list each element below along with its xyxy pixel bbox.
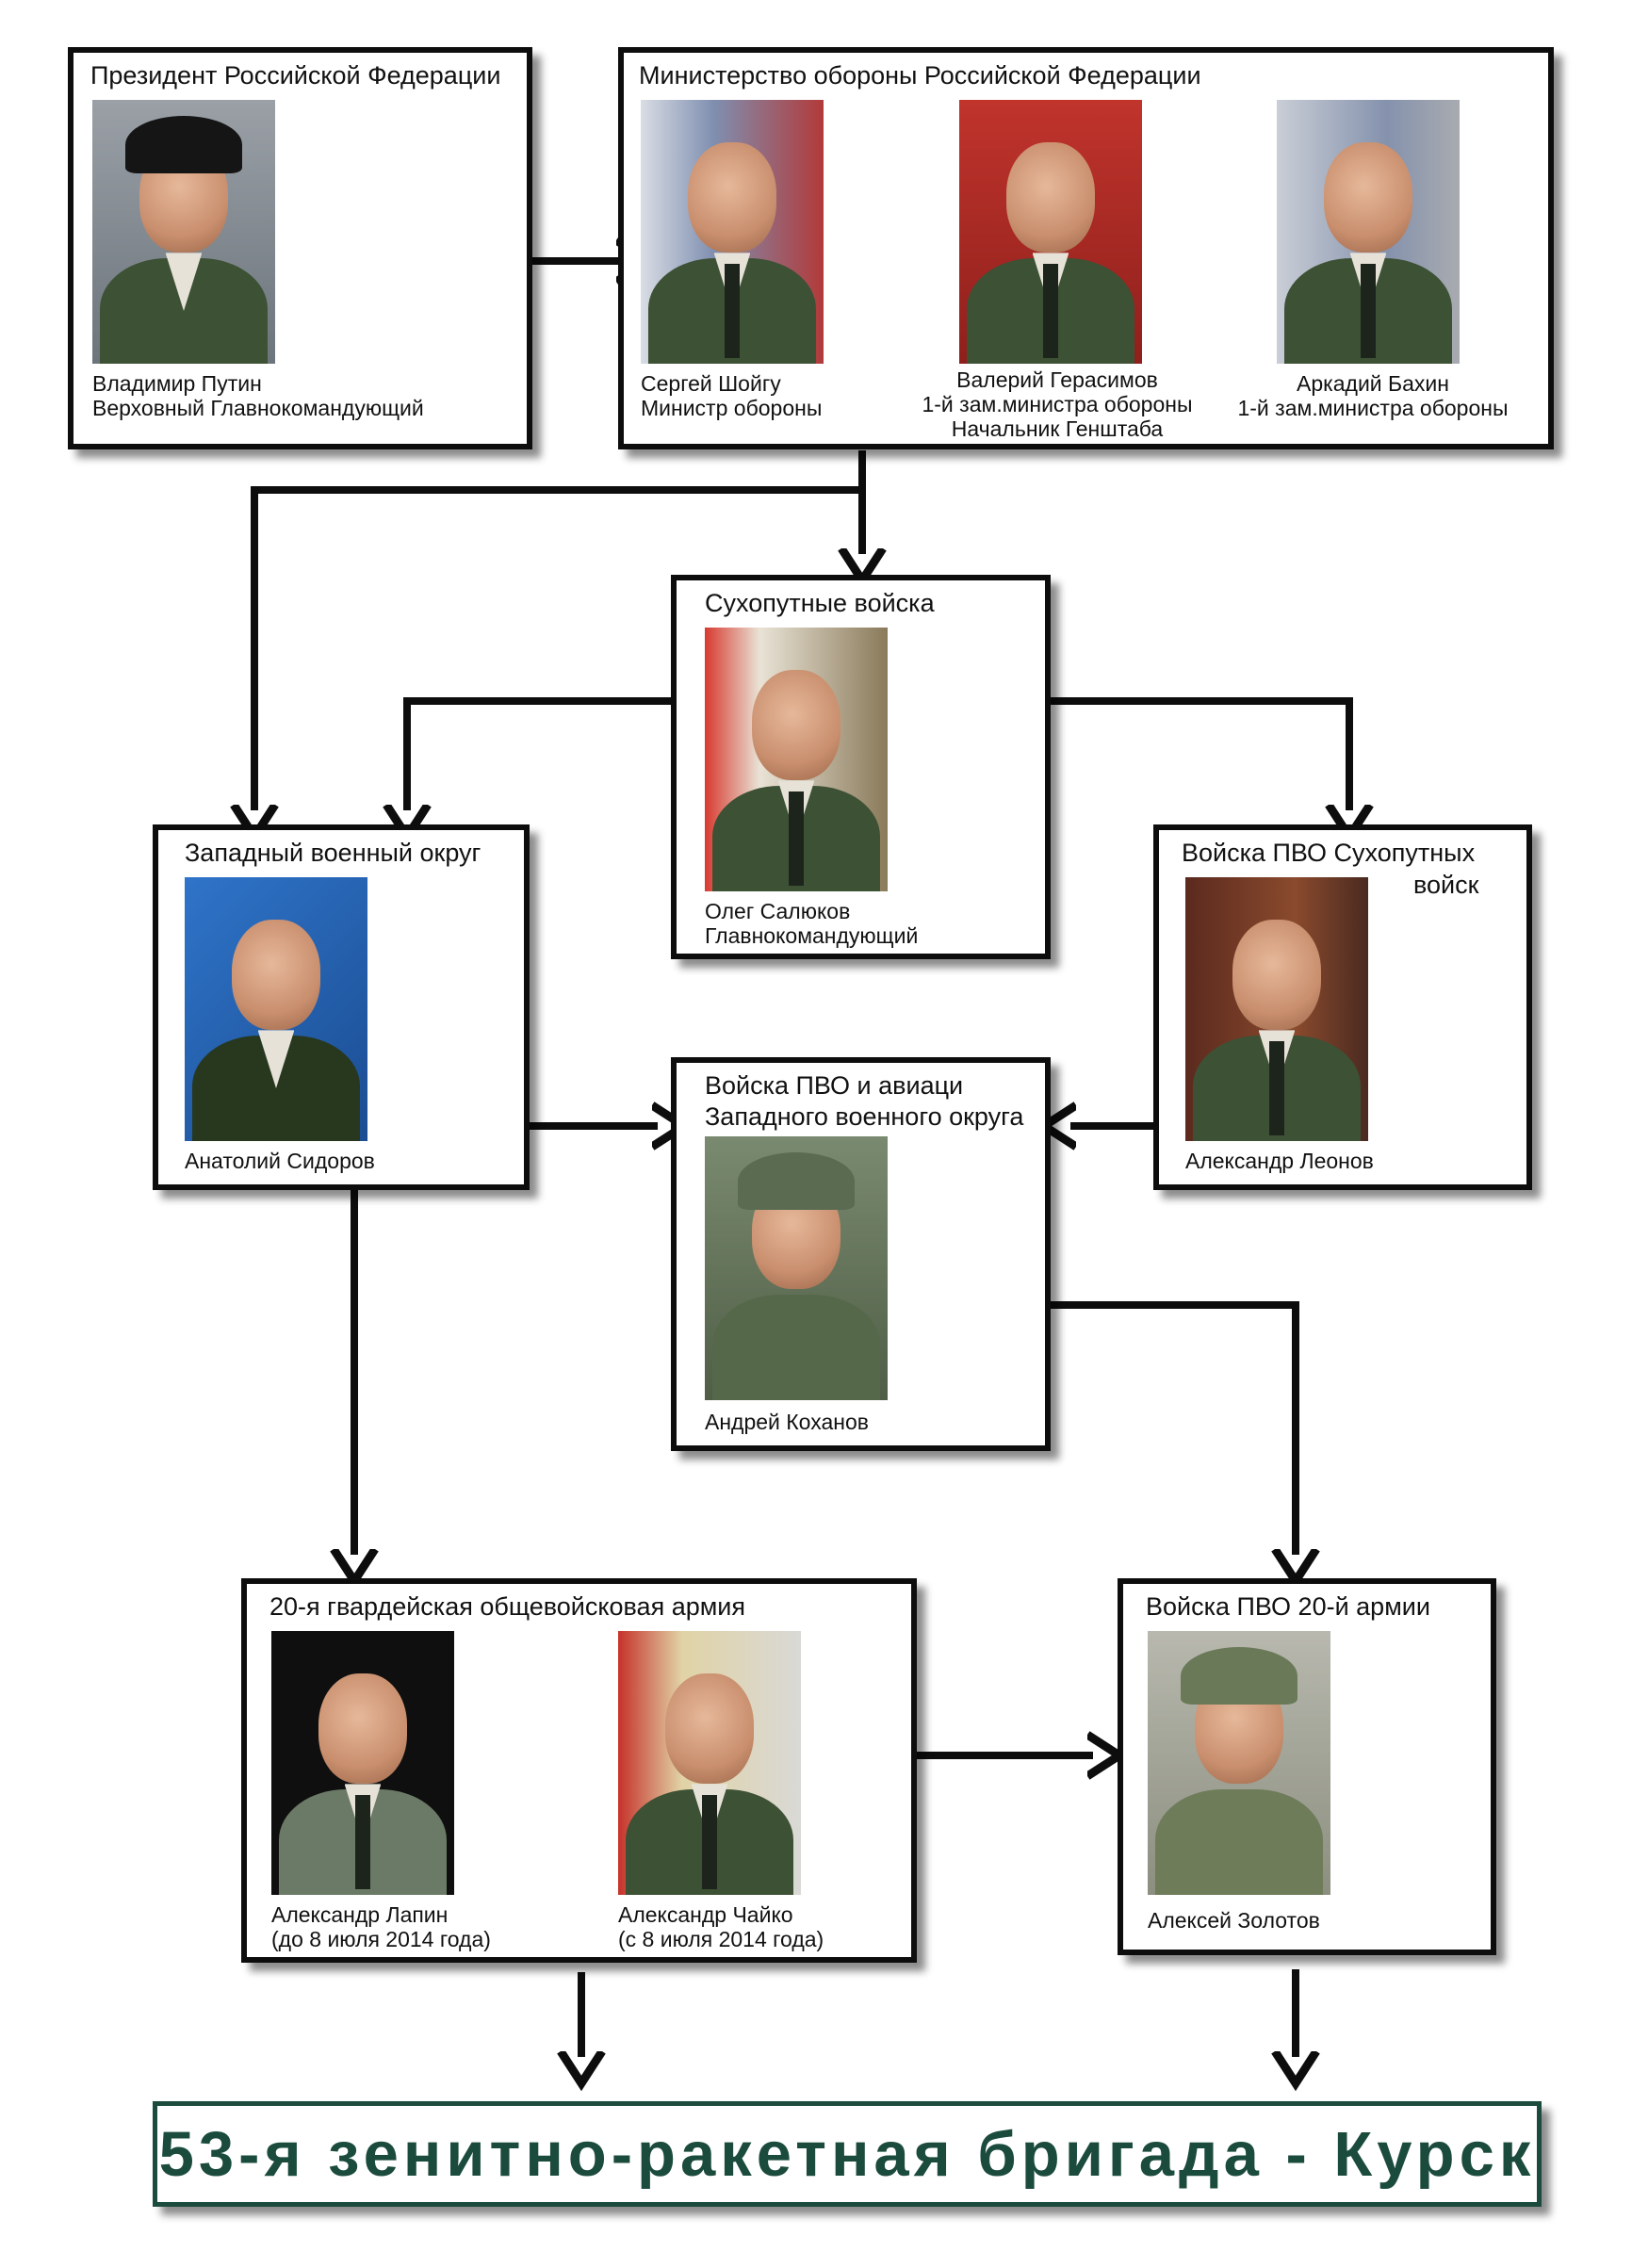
lapin-photo — [271, 1631, 454, 1895]
kokhanov-photo — [705, 1136, 888, 1400]
leonov-photo — [1185, 877, 1368, 1141]
putin-name: Владимир Путин — [92, 371, 262, 396]
ground-air-defense-box: Войска ПВО Сухопутных войск Александр Ле… — [1153, 824, 1532, 1190]
gerasimov-name: Валерий Герасимов — [956, 367, 1158, 392]
sidorov-name: Анатолий Сидоров — [185, 1149, 375, 1173]
salyukov-name: Олег Салюков — [705, 899, 851, 923]
ministry-title: Министерство обороны Российской Федераци… — [639, 61, 1201, 90]
president-title: Президент Российской Федерации — [90, 61, 501, 90]
chaiko-name: Александр Чайко — [618, 1902, 793, 1927]
western-air-defense-title-line1: Войска ПВО и авиаци — [705, 1071, 964, 1100]
arrow-western-air-defense-to-army-20-air-defense — [1051, 1301, 1296, 1555]
army-20-air-defense-box: Войска ПВО 20-й армии Алексей Золотов — [1118, 1578, 1496, 1955]
army-20-box: 20-я гвардейская общевойсковая армия Але… — [241, 1578, 917, 1963]
western-air-defense-title-line2: Западного военного округа — [705, 1102, 1024, 1131]
chaiko-role: (с 8 июля 2014 года) — [618, 1927, 824, 1951]
putin-photo — [92, 100, 275, 364]
zolotov-name: Алексей Золотов — [1148, 1908, 1320, 1933]
western-district-title: Западный военный округ — [185, 839, 481, 867]
ground-forces-box: Сухопутные войска Олег Салюков Главноком… — [671, 575, 1051, 959]
salyukov-role: Главнокомандующий — [705, 923, 919, 948]
gerasimov-photo — [959, 100, 1142, 364]
western-air-defense-box: Войска ПВО и авиаци Западного военного о… — [671, 1057, 1051, 1451]
final-unit-box: 53-я зенитно-ракетная бригада - Курск — [153, 2101, 1542, 2207]
bakhin-photo — [1277, 100, 1460, 364]
putin-role: Верховный Главнокомандующий — [92, 396, 424, 420]
gerasimov-role2: Начальник Генштаба — [951, 416, 1164, 441]
ministry-box: Министерство обороны Российской Федераци… — [618, 47, 1554, 449]
arrow-ministry-to-western-district — [254, 486, 862, 810]
shoigu-role: Министр обороны — [641, 396, 823, 420]
shoigu-photo — [641, 100, 824, 364]
western-district-box: Западный военный округ Анатолий Сидоров — [153, 824, 530, 1190]
shoigu-name: Сергей Шойгу — [641, 371, 781, 396]
kokhanov-name: Андрей Коханов — [705, 1410, 869, 1434]
ground-air-defense-title-line1: Войска ПВО Сухопутных — [1182, 839, 1476, 867]
gerasimov-role: 1-й зам.министра обороны — [922, 392, 1193, 416]
chaiko-photo — [618, 1631, 801, 1895]
leonov-name: Александр Леонов — [1185, 1149, 1374, 1173]
army-20-air-defense-title: Войска ПВО 20-й армии — [1146, 1592, 1430, 1621]
arrow-ground-forces-to-ground-air-defense — [1051, 697, 1349, 810]
ground-forces-title: Сухопутные войска — [705, 589, 935, 617]
bakhin-role: 1-й зам.министра обороны — [1237, 396, 1509, 420]
zolotov-photo — [1148, 1631, 1330, 1895]
arrow-ground-forces-to-western-district — [407, 697, 674, 810]
president-box: Президент Российской Федерации Владимир … — [68, 47, 532, 449]
lapin-name: Александр Лапин — [271, 1902, 449, 1927]
bakhin-name: Аркадий Бахин — [1297, 371, 1449, 396]
salyukov-photo — [705, 628, 888, 891]
final-unit-label: 53-я зенитно-ракетная бригада - Курск — [158, 2118, 1536, 2190]
lapin-role: (до 8 июля 2014 года) — [271, 1927, 491, 1951]
sidorov-photo — [185, 877, 367, 1141]
army-20-title: 20-я гвардейская общевойсковая армия — [269, 1592, 745, 1621]
ground-air-defense-title-line2: войск — [1413, 871, 1479, 899]
